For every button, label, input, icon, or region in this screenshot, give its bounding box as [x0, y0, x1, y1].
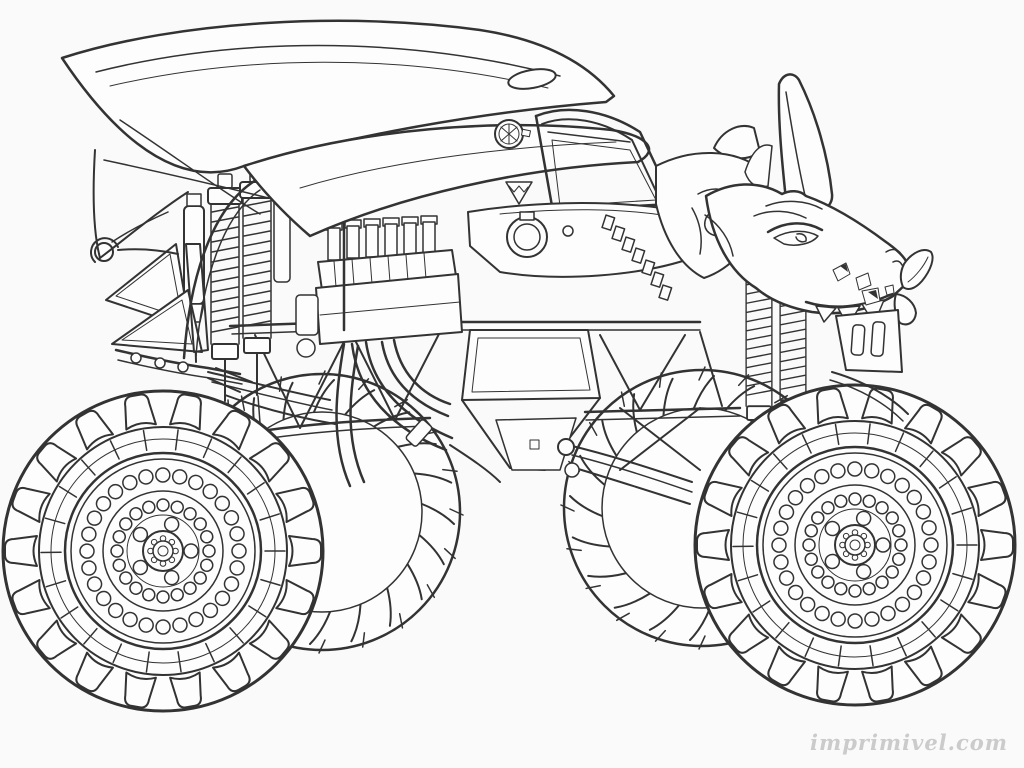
watermark-text: imprimivel.com — [810, 730, 1008, 755]
rear-wheel — [3, 391, 323, 711]
blower-cylinder — [506, 211, 548, 258]
fang — [893, 293, 917, 326]
front-frame-plates — [829, 309, 909, 422]
cab — [467, 68, 693, 301]
dragon-eye — [766, 222, 824, 246]
nostril — [885, 248, 903, 266]
vent-triangle-logo — [505, 181, 533, 205]
mouth-line — [804, 292, 894, 308]
brow-wrinkles — [753, 200, 823, 219]
ear-fin — [744, 144, 773, 188]
dragon-head — [691, 73, 934, 327]
chassis-frame — [207, 320, 797, 505]
engine — [295, 215, 501, 488]
neck-folds — [691, 207, 734, 257]
cheek-spots — [832, 262, 895, 306]
truck-body — [60, 19, 651, 360]
roof-scoop — [507, 68, 557, 90]
nose-horn — [899, 249, 934, 290]
fuel-cap-logo — [494, 119, 532, 149]
front-wheel — [695, 385, 1015, 705]
bat-wing-spoiler — [60, 19, 651, 238]
exhaust-headers — [335, 338, 501, 488]
sponsor-glyphs — [601, 214, 673, 301]
